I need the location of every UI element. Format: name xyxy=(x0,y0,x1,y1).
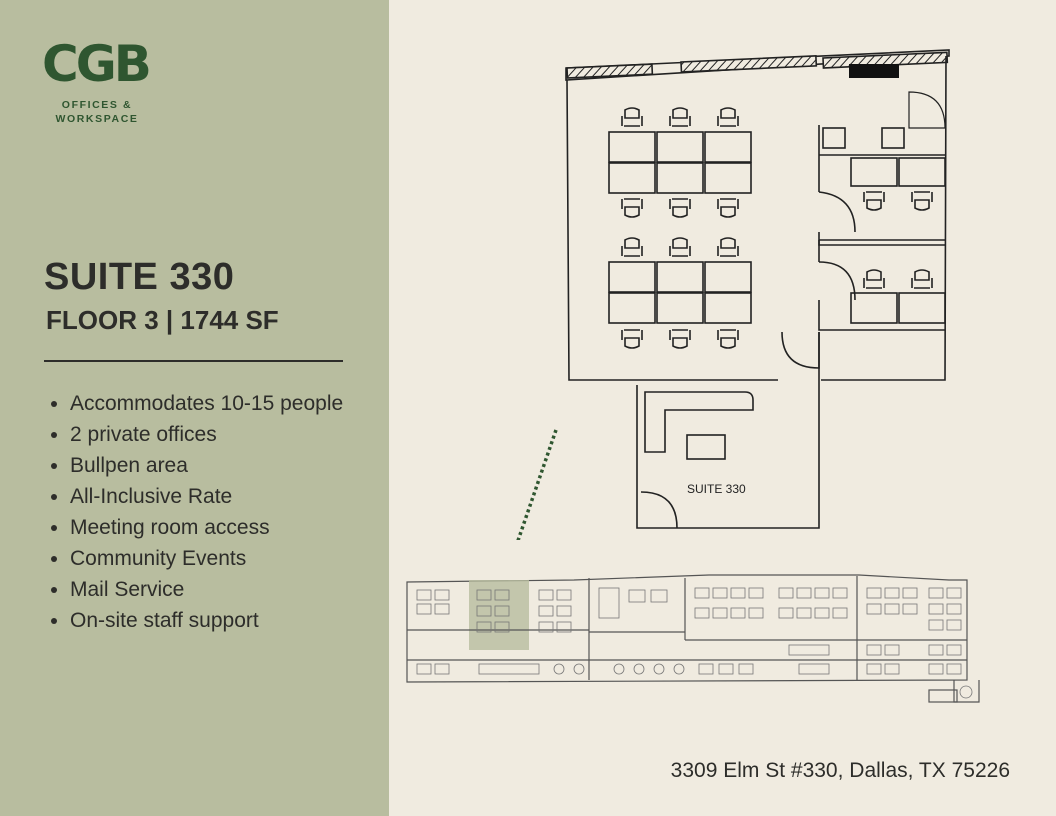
feature-item: On-site staff support xyxy=(70,605,370,636)
property-address: 3309 Elm St #330, Dallas, TX 75226 xyxy=(670,759,1010,782)
suite-floor-size: FLOOR 3 | 1744 SF xyxy=(46,305,279,335)
feature-item: All-Inclusive Rate xyxy=(70,481,370,512)
feature-item: 2 private offices xyxy=(70,419,370,450)
cgb-logo: CGB OFFICES & WORKSPACE xyxy=(40,34,160,129)
feature-item: Bullpen area xyxy=(70,450,370,481)
info-sidebar: CGB OFFICES & WORKSPACE SUITE 330 FLOOR … xyxy=(0,0,389,816)
suite-label: SUITE 330 xyxy=(687,482,746,496)
suite-floorplan: SUITE 330 xyxy=(516,49,950,540)
feature-list: Accommodates 10-15 people 2 private offi… xyxy=(48,388,370,636)
leader-line xyxy=(516,429,558,540)
logo-mark: CGB xyxy=(42,35,152,93)
logo-subtitle: OFFICES & WORKSPACE xyxy=(55,99,139,125)
feature-item: Mail Service xyxy=(70,574,370,605)
floor-overview-plan xyxy=(406,574,980,703)
suite-title: SUITE 330 xyxy=(44,256,235,298)
floorplan-area: SUITE 330 xyxy=(389,0,1056,816)
feature-item: Community Events xyxy=(70,543,370,574)
feature-item: Accommodates 10-15 people xyxy=(70,388,370,419)
divider xyxy=(44,360,343,362)
feature-item: Meeting room access xyxy=(70,512,370,543)
